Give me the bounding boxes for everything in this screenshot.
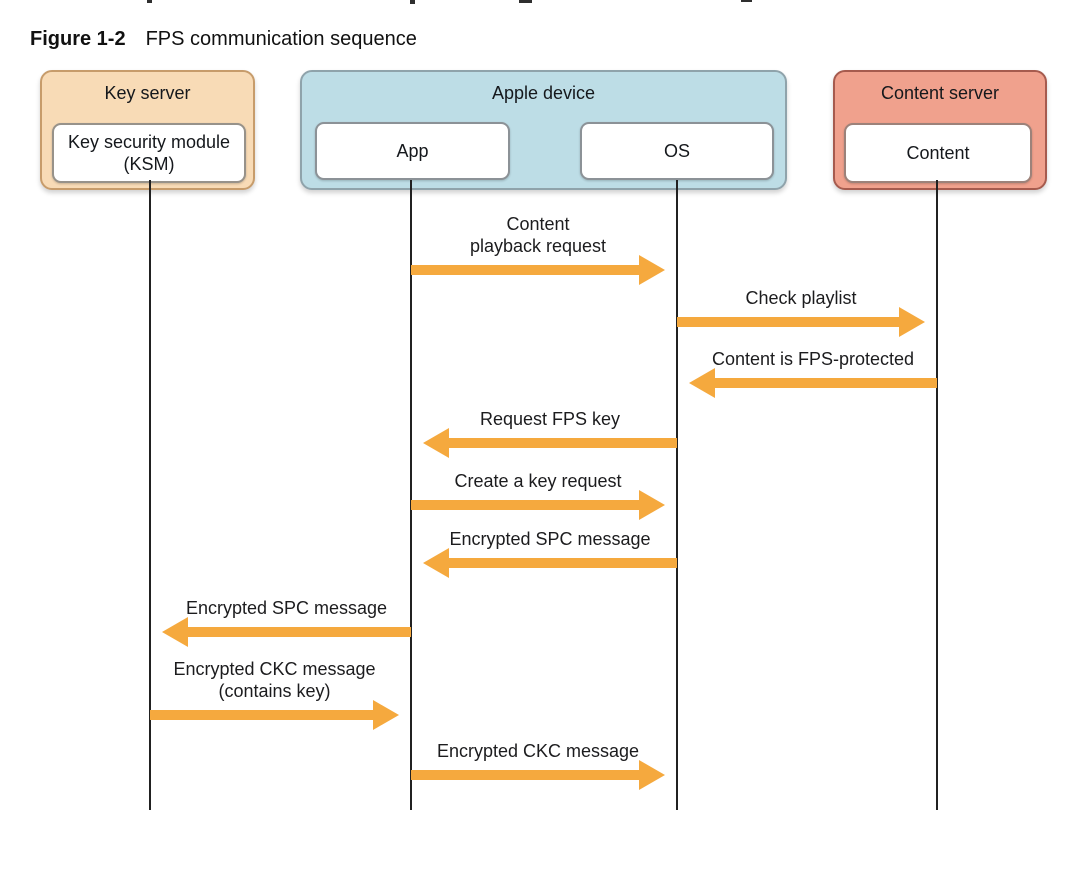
arrowhead-right-icon <box>639 255 665 285</box>
arrow-shaft <box>709 378 937 388</box>
node-ksm-label: Key security module (KSM) <box>67 132 231 174</box>
arrow-shaft <box>443 558 677 568</box>
figure-number: Figure 1-2 <box>30 28 126 50</box>
figure-caption: Figure 1-2 FPS communication sequence <box>30 28 417 51</box>
arrow-shaft <box>182 627 411 637</box>
group-key-server: Key server Key security module (KSM) <box>40 70 255 190</box>
arrowhead-right-icon <box>639 490 665 520</box>
arrowhead-left-icon <box>423 428 449 458</box>
message-label: Request FPS key <box>479 409 621 429</box>
lifeline-app <box>410 180 412 810</box>
node-content: Content <box>844 123 1032 183</box>
cropped-text-fragment <box>519 0 532 3</box>
message-label: Encrypted SPC message <box>185 598 388 618</box>
message-label: Create a key request <box>454 471 622 491</box>
arrow-shaft <box>411 265 645 275</box>
node-app-label: App <box>396 141 429 161</box>
arrowhead-right-icon <box>373 700 399 730</box>
node-app: App <box>315 122 510 180</box>
arrow-shaft <box>411 770 645 780</box>
node-os-label: OS <box>663 141 690 161</box>
node-os: OS <box>580 122 774 180</box>
cropped-text-fragment <box>147 0 152 3</box>
lifeline-content <box>936 180 938 810</box>
message-arrow-os-to-app <box>423 428 677 458</box>
arrow-shaft <box>677 317 905 327</box>
message-label: Content playback request <box>469 214 607 256</box>
message-arrow-os-to-app <box>423 548 677 578</box>
message-arrow-app-to-os <box>411 490 665 520</box>
lifeline-os <box>676 180 678 810</box>
arrowhead-left-icon <box>689 368 715 398</box>
arrowhead-left-icon <box>423 548 449 578</box>
arrowhead-right-icon <box>899 307 925 337</box>
message-label: Encrypted CKC message <box>436 741 640 761</box>
arrowhead-left-icon <box>162 617 188 647</box>
group-apple-device: Apple device App OS <box>300 70 787 190</box>
cropped-text-fragment <box>410 0 415 4</box>
arrow-shaft <box>411 500 645 510</box>
group-key-server-label: Key server <box>104 83 191 103</box>
message-label: Check playlist <box>745 288 857 308</box>
message-arrow-os-to-content <box>677 307 925 337</box>
lifeline-ksm <box>149 180 151 810</box>
node-ksm: Key security module (KSM) <box>52 123 246 183</box>
arrow-shaft <box>150 710 379 720</box>
message-label: Encrypted CKC message (contains key) <box>173 659 376 701</box>
group-content-server: Content server Content <box>833 70 1047 190</box>
node-content-label: Content <box>906 143 970 163</box>
message-arrow-app-to-os <box>411 255 665 285</box>
message-arrow-app-to-ksm <box>162 617 411 647</box>
arrowhead-right-icon <box>639 760 665 790</box>
message-label: Content is FPS-protected <box>711 349 915 369</box>
arrow-shaft <box>443 438 677 448</box>
group-content-server-label: Content server <box>880 83 1000 103</box>
message-arrow-ksm-to-app <box>150 700 399 730</box>
cropped-text-fragment <box>741 0 752 2</box>
message-arrow-app-to-os <box>411 760 665 790</box>
figure-title-text: FPS communication sequence <box>145 28 417 50</box>
message-arrow-content-to-os <box>689 368 937 398</box>
group-apple-device-label: Apple device <box>491 83 596 103</box>
message-label: Encrypted SPC message <box>449 529 651 549</box>
